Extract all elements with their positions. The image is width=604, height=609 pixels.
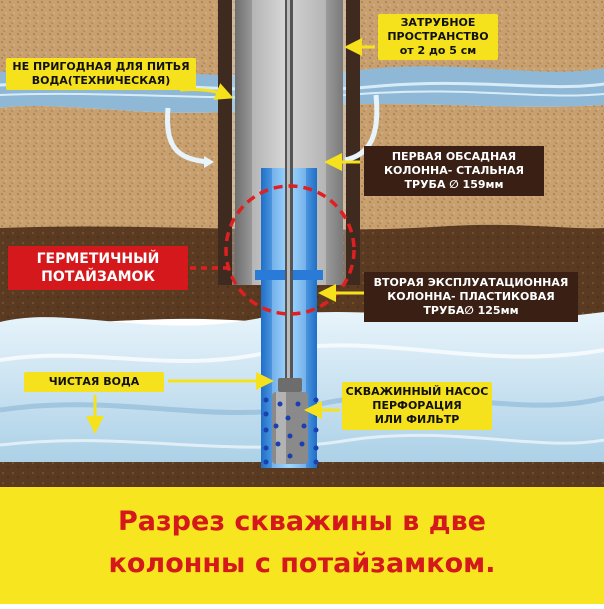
water-flow-arrow-left	[165, 107, 211, 165]
water-flow-arrow-right	[344, 94, 380, 163]
caption-line-2: колонны с потайзамком.	[108, 548, 496, 579]
not-potable-water-label: НЕ ПРИГОДНАЯ ДЛЯ ПИТЬЯ ВОДА(ТЕХНИЧЕСКАЯ)	[6, 58, 196, 90]
hermetic-lock-label: ГЕРМЕТИЧНЫЙ ПОТАЙЗАМОК	[8, 246, 188, 290]
annulus-label: ЗАТРУБНОЕ ПРОСТРАНСТВО от 2 до 5 см	[378, 14, 498, 60]
pump-label: СКВАЖИННЫЙ НАСОС ПЕРФОРАЦИЯ ИЛИ ФИЛЬТР	[342, 382, 492, 430]
lock-highlight-circle	[224, 184, 356, 316]
second-casing-label: ВТОРАЯ ЭКСПЛУАТАЦИОННАЯ КОЛОННА- ПЛАСТИК…	[364, 272, 578, 322]
borehole-wall-left	[218, 0, 232, 285]
clean-water-label: ЧИСТАЯ ВОДА	[24, 372, 164, 392]
pump-head	[278, 378, 302, 392]
caption-line-1: Разрез скважины в две	[117, 506, 486, 537]
first-casing-label: ПЕРВАЯ ОБСАДНАЯ КОЛОННА- СТАЛЬНАЯ ТРУБА …	[364, 146, 544, 196]
caption-banner: Разрез скважины в две колонны с потайзам…	[0, 487, 604, 604]
borehole-wall-right	[346, 0, 360, 285]
